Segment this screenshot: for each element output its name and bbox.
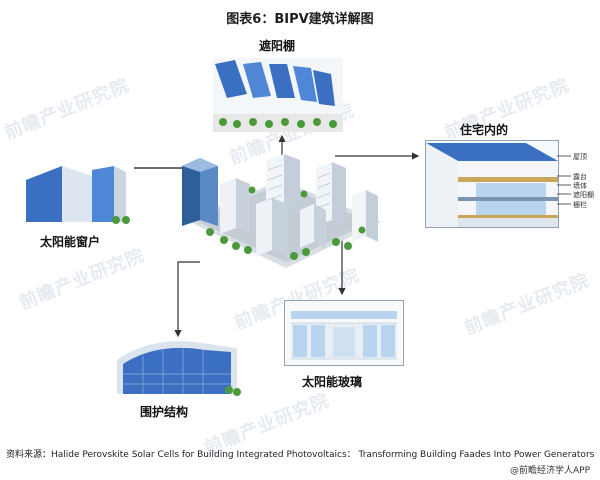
residential-part-sunshade: 遮阳棚 bbox=[573, 190, 594, 200]
brand-credit: @前瞻经济学人APP bbox=[510, 463, 590, 476]
envelope-label: 围护结构 bbox=[140, 403, 188, 420]
residential-label: 住宅内的 bbox=[460, 121, 508, 138]
window-illustration bbox=[22, 160, 134, 226]
glass-label: 太阳能玻璃 bbox=[302, 373, 362, 390]
source-note: 资料来源：Halide Perovskite Solar Cells for B… bbox=[6, 447, 596, 460]
glass-illustration bbox=[284, 300, 404, 366]
sunshade-illustration bbox=[213, 58, 343, 132]
city-illustration bbox=[176, 150, 386, 270]
envelope-illustration bbox=[113, 338, 241, 398]
residential-part-roof: 屋顶 bbox=[573, 152, 587, 162]
residential-illustration bbox=[425, 140, 559, 228]
residential-part-fence: 栅栏 bbox=[573, 200, 587, 210]
window-label: 太阳能窗户 bbox=[40, 233, 100, 250]
sunshade-label: 遮阳棚 bbox=[259, 37, 295, 54]
